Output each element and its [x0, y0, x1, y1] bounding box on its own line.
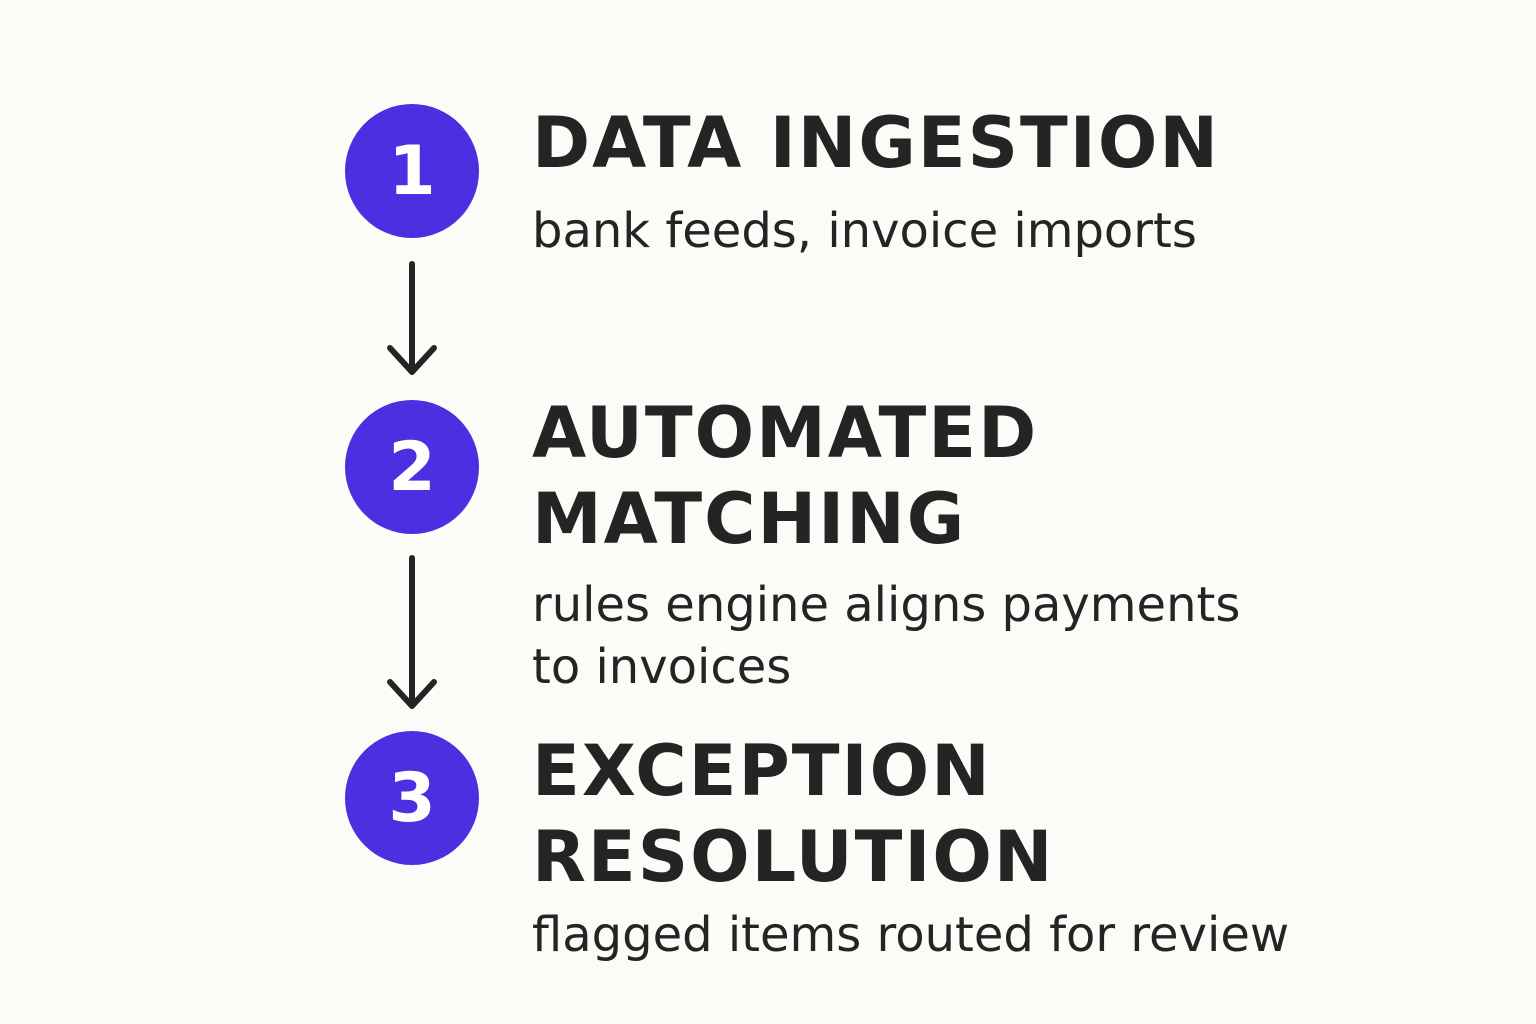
step-3-number: 3 — [388, 758, 436, 838]
step-2-badge: 2 — [345, 400, 479, 534]
step-2-description-line-2: to invoices — [532, 639, 792, 695]
step-1-description-line-1: bank feeds, invoice imports — [532, 203, 1197, 259]
step-2-description-line-1: rules engine aligns payments — [532, 577, 1241, 633]
step-2-number: 2 — [388, 427, 436, 507]
arrow-down-icon — [387, 261, 437, 375]
step-1-description: bank feeds, invoice imports — [532, 200, 1197, 262]
step-2-title-line-2: MATCHING — [532, 478, 967, 560]
step-3-badge: 3 — [345, 731, 479, 865]
step-2-description: rules engine aligns payments to invoices — [532, 574, 1240, 698]
step-1-number: 1 — [388, 131, 436, 211]
step-1-title: DATA INGESTION — [532, 100, 1220, 186]
step-3-description: flagged items routed for review — [532, 904, 1289, 966]
arrow-down-icon — [387, 555, 437, 709]
step-3-description-line-1: flagged items routed for review — [532, 907, 1290, 963]
step-1-title-line-1: DATA INGESTION — [532, 102, 1220, 184]
step-3-title-line-2: RESOLUTION — [532, 816, 1055, 898]
step-3-title-line-1: EXCEPTION — [532, 730, 992, 812]
step-3-title: EXCEPTION RESOLUTION — [532, 728, 1054, 900]
step-2-title: AUTOMATED MATCHING — [532, 390, 1038, 562]
step-2-title-line-1: AUTOMATED — [532, 392, 1039, 474]
step-1-badge: 1 — [345, 104, 479, 238]
